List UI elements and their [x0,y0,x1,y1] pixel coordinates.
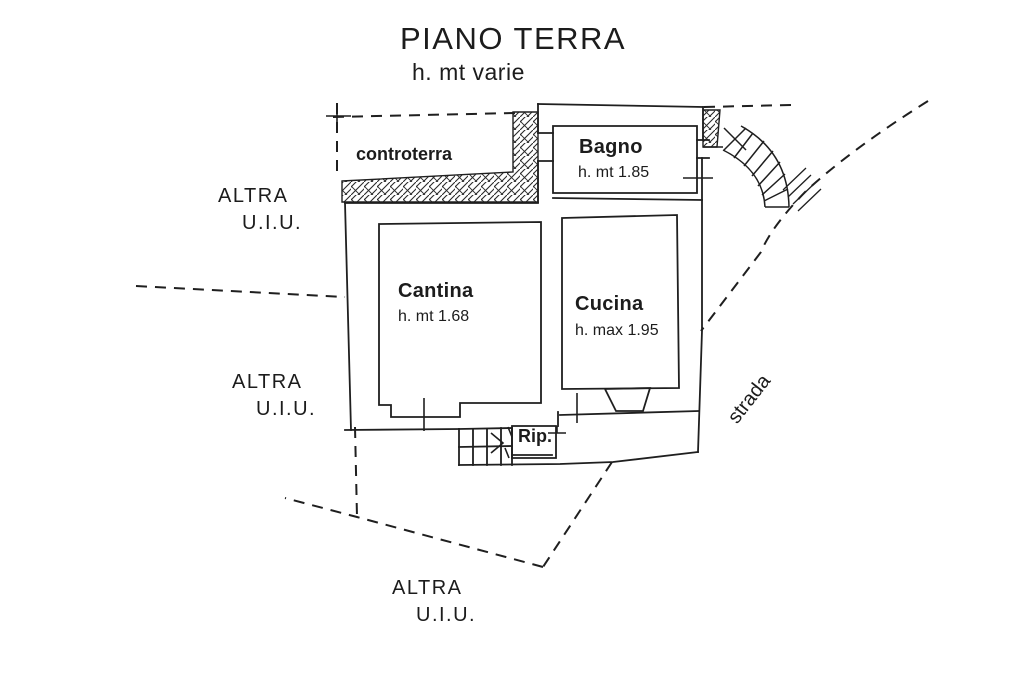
room-label-cantina: Cantina [398,280,474,302]
zone-label-line1: ALTRA [218,185,289,207]
plan-title: PIANO TERRA [400,21,627,56]
survey-cross-mark [326,105,351,130]
zone-label-altra-uiu-2: ALTRA U.I.U. [232,369,316,423]
room-height-cantina: h. mt 1.68 [398,308,470,325]
building-walls [344,103,710,466]
boundary-dashed-lines [135,100,929,568]
room-height-bagno: h. mt 1.85 [578,164,650,181]
zone-label-line1: ALTRA [392,577,463,599]
zone-label-line2: U.I.U. [256,398,317,420]
external-stairs-curved [703,125,822,212]
zone-label-line2: U.I.U. [416,604,477,626]
plan-subtitle: h. mt varie [412,59,525,85]
controterra-label: controterra [356,144,453,164]
room-label-bagno: Bagno [579,136,643,158]
room-label-cucina: Cucina [575,293,644,315]
room-height-cucina: h. max 1.95 [575,322,659,339]
door-marks [423,177,713,459]
room-label-ripostiglio: Rip. [518,426,552,446]
zone-label-altra-uiu-1: ALTRA U.I.U. [218,183,302,237]
zone-label-altra-uiu-3: ALTRA U.I.U. [392,575,476,629]
zone-label-line2: U.I.U. [242,212,303,234]
zone-label-line1: ALTRA [232,371,303,393]
